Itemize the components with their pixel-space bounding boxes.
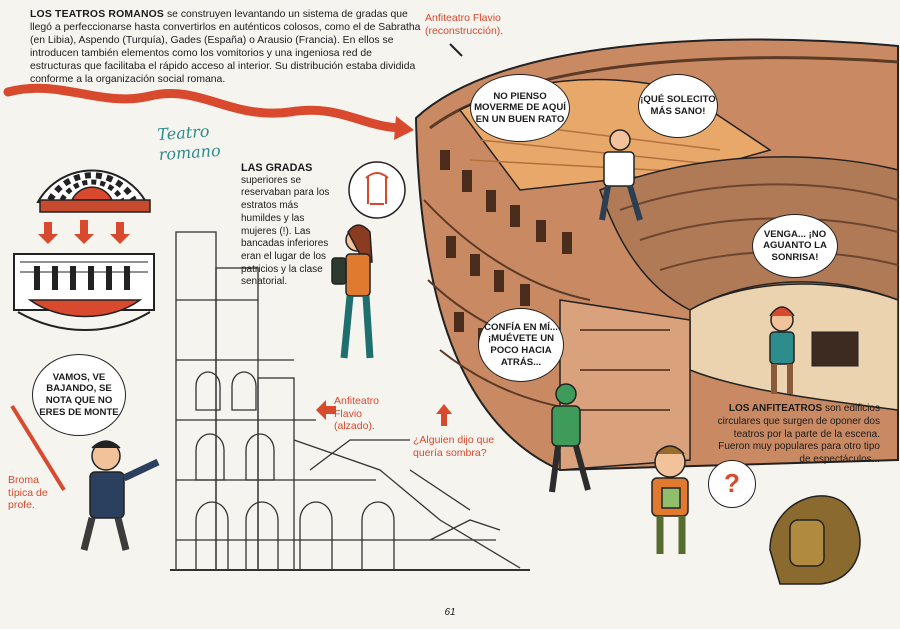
intro-title: LOS TEATROS ROMANOS [30, 9, 165, 20]
intro-paragraph: LOS TEATROS ROMANOS se construyen levant… [30, 8, 422, 86]
characters [10, 129, 861, 585]
label-sombra: ¿Alguien dijo que quería sombra? [413, 434, 495, 459]
red-pointer-arrow-sombra [436, 404, 452, 426]
bubble-solecito: ¡Qué solecito más sano! [638, 74, 718, 138]
bubble-question: ? [708, 460, 756, 508]
label-broma: Broma típica de profe. [8, 474, 48, 511]
red-wavy-arrow [3, 83, 414, 140]
theatre-plan-illustration [13, 169, 155, 331]
label-flavio-alzado: Anfiteatro Flavio (alzado). [334, 395, 379, 432]
red-pointer-arrow-alzado [316, 400, 336, 420]
page-number: 61 [444, 607, 456, 618]
gradas-body: superiores se reservaban para los estrat… [241, 174, 330, 288]
bubble-vamos: Vamos, ve bajando, se nota que no eres d… [32, 354, 126, 436]
intro-body: se construyen levantando un sistema de g… [30, 9, 421, 85]
anfiteatros-text: LOS ANFITEATROS son edificios circulares… [706, 403, 880, 467]
label-flavio-reconstruccion: Anfiteatro Flavio (reconstrucción). [425, 12, 504, 37]
bubble-no-pienso: No pienso moverme de aquí en un buen rat… [470, 74, 570, 142]
bubble-confia: Confía en mí... ¡Muévete un poco hacia a… [478, 308, 564, 382]
anfiteatros-title: LOS ANFITEATROS [728, 403, 823, 414]
gradas-text: LAS GRADAS superiores se reservaban para… [241, 162, 333, 289]
anfiteatros-body: son edificios circulares que surgen de o… [717, 403, 880, 466]
gradas-title: LAS GRADAS [241, 162, 313, 174]
label-teatro-romano: Teatro romano [156, 121, 222, 165]
bubble-venga: Venga... ¡No aguanto la sonrisa! [752, 214, 838, 278]
elevation-drawing [170, 231, 530, 571]
red-pointer-arrow-reconstruccion [449, 43, 463, 57]
